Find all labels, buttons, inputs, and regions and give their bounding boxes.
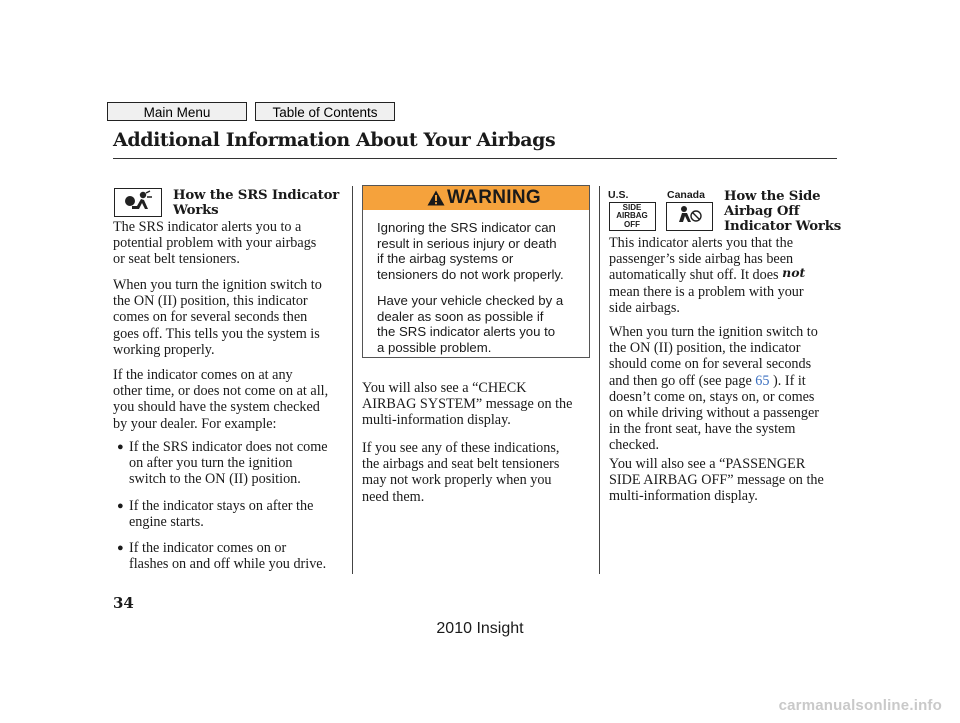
side-airbag-paragraph-2: When you turn the ignition switch to the… <box>609 324 820 454</box>
page-title: Additional Information About Your Airbag… <box>113 129 556 151</box>
page-65-link[interactable]: 65 <box>755 372 770 389</box>
passenger-airbag-off-icon <box>666 202 713 231</box>
watermark: carmanualsonline.info <box>778 697 942 714</box>
srs-heading: How the SRS Indicator Works <box>173 188 340 218</box>
column-divider-right <box>599 186 600 574</box>
page-number: 34 <box>113 594 134 612</box>
label-canada: Canada <box>667 189 705 201</box>
side-airbag-heading: How the Side Airbag Off Indicator Works <box>724 189 842 234</box>
bullet-dot: ● <box>117 500 124 512</box>
title-rule <box>113 158 837 159</box>
label-us: U.S. <box>608 189 629 201</box>
footer-model: 2010 Insight <box>436 620 524 637</box>
main-menu-button[interactable]: Main Menu <box>107 102 247 121</box>
warning-header: WARNING <box>363 186 589 210</box>
bullet-dot: ● <box>117 542 124 554</box>
table-of-contents-button[interactable]: Table of Contents <box>255 102 395 121</box>
srs-indicator-icon <box>114 188 162 217</box>
column-divider-left <box>352 186 353 574</box>
emphasis-not: not <box>782 265 806 281</box>
indications-paragraph: If you see any of these indications,the … <box>362 440 560 505</box>
bullet-dot: ● <box>117 441 124 453</box>
warning-triangle-icon <box>427 190 445 206</box>
side-airbag-paragraph-1: This indicator alerts you that the passe… <box>609 235 806 316</box>
warning-label: WARNING <box>447 187 541 208</box>
